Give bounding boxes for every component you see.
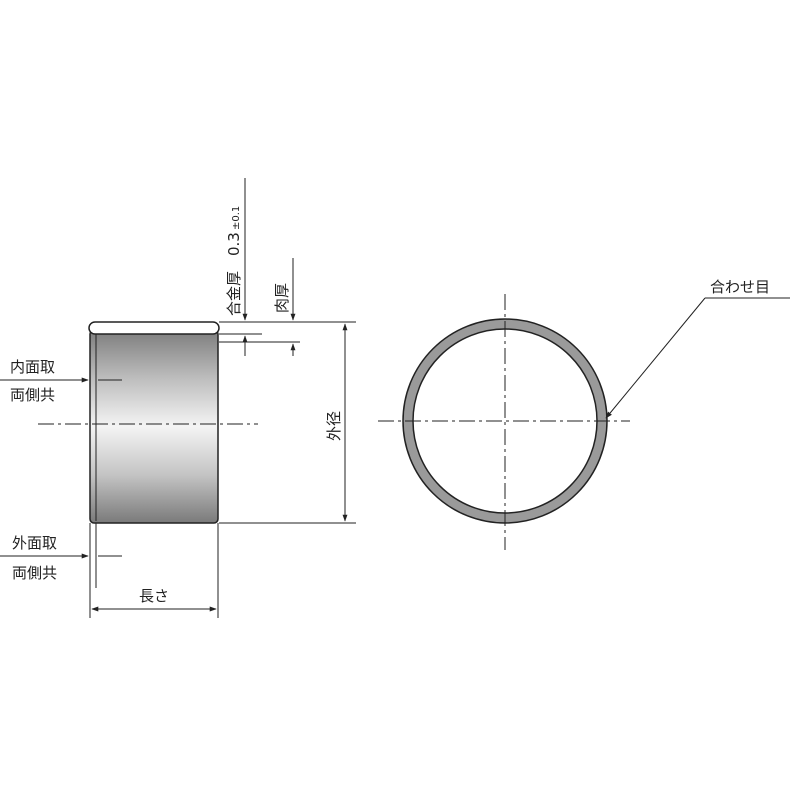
outer-diameter-label: 外径 [325,411,343,441]
length-dimension: 長さ [89,523,219,618]
inner-chamfer-label-2: 両側共 [10,386,55,404]
outer-diameter-dimension: 外径 [219,321,356,524]
seam-label: 合わせ目 [710,278,770,296]
outer-chamfer-label-1: 外面取 [12,534,57,552]
alloy-thickness-dimension: 合金厚 0.3 ±0.1 [219,178,262,356]
bushing-body [89,329,219,524]
seam-leader [605,297,706,419]
inner-chamfer-label-1: 内面取 [10,358,55,376]
wall-thickness-dimension: 肉厚 [219,258,300,356]
alloy-layer [88,321,220,335]
seam-annotation: 合わせ目 [605,278,790,419]
end-view [378,294,630,550]
outer-chamfer-annotation: 外面取 両側共 [0,523,122,588]
alloy-thickness-tolerance: ±0.1 [231,206,242,230]
alloy-thickness-label: 合金厚 [225,271,243,316]
inner-chamfer-annotation: 内面取 両側共 [0,358,122,404]
side-view [38,321,258,524]
wall-thickness-label: 肉厚 [273,283,291,313]
length-label: 長さ [139,587,169,605]
outer-chamfer-label-2: 両側共 [12,564,57,582]
alloy-thickness-value: 0.3 [225,232,243,256]
